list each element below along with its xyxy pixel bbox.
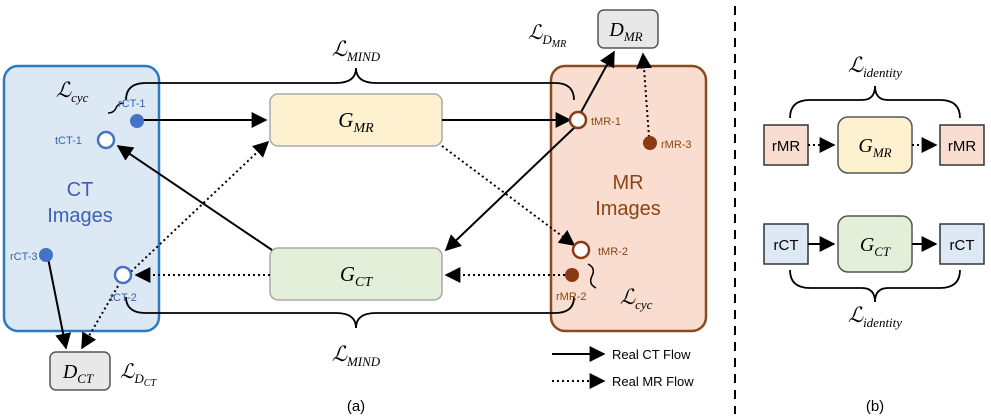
rmr-left-box xyxy=(763,124,809,166)
tmr1-label: tMR-1 xyxy=(591,116,621,128)
arrow-tmr1-to-dmr xyxy=(579,50,615,115)
mind-bottom-brace xyxy=(125,296,575,329)
mr-cyc-brace xyxy=(587,263,597,289)
tct1-label: tCT-1 xyxy=(55,135,82,147)
legend-real-ct: Real CT Flow xyxy=(612,347,691,362)
tmr1-point xyxy=(568,110,588,130)
tmr2-point xyxy=(571,240,591,260)
rmr2-point xyxy=(565,268,579,282)
arrow-tct2-to-dct xyxy=(81,285,119,350)
mr-title-line1: MR xyxy=(612,172,643,194)
ct-loss-cyc: ℒcyc xyxy=(56,78,89,105)
caption-a: (a) xyxy=(347,398,365,415)
gct-box xyxy=(269,247,443,301)
gmr-box xyxy=(269,93,443,147)
identity-bottom-label: ℒidentity xyxy=(848,303,902,330)
rct-left-box xyxy=(763,223,809,265)
arrow-gct-to-tct1 xyxy=(116,145,273,251)
arrow-rmr3-to-dmr xyxy=(636,52,653,138)
rmr-right-label: rMR xyxy=(948,138,976,155)
gct-label-b: GCT xyxy=(860,234,891,259)
mind-top-label: ℒMIND xyxy=(332,37,381,64)
ct-cyc-brace xyxy=(107,102,125,114)
mr-loss-cyc: ℒcyc xyxy=(620,285,653,312)
arrow-rct3-to-dct xyxy=(47,257,72,350)
arrow-tct2-to-gmr xyxy=(119,140,270,283)
dct-label: DCT xyxy=(62,361,94,386)
gct-label: GCT xyxy=(340,262,374,290)
rct-right-label: rCT xyxy=(950,237,975,254)
rmr-right-box xyxy=(939,124,985,166)
dmr-label: DMR xyxy=(608,19,642,44)
tct1-point xyxy=(96,130,116,150)
rmr3-label: rMR-3 xyxy=(661,139,692,151)
loss-dmr: ℒDMR xyxy=(528,22,566,50)
tct2-point xyxy=(113,265,133,285)
mind-bottom-label: ℒMIND xyxy=(332,342,381,369)
rct1-point xyxy=(130,114,144,128)
rmr-left-label: rMR xyxy=(772,138,800,155)
rct3-point xyxy=(39,248,53,262)
ct-images-box xyxy=(2,64,161,333)
identity-top-brace xyxy=(789,85,961,119)
ct-title-line1: CT xyxy=(67,179,94,201)
mr-title-line2: Images xyxy=(595,198,661,220)
caption-b: (b) xyxy=(866,398,884,415)
arrow-tmr1-to-gct xyxy=(444,126,576,252)
tct2-label: tCT-2 xyxy=(110,292,137,304)
tmr2-label: tMR-2 xyxy=(598,246,628,258)
rct3-label: rCT-3 xyxy=(10,251,38,263)
rct-left-label: rCT xyxy=(774,237,799,254)
rct1-label: rCT-1 xyxy=(118,98,146,110)
mind-top-brace xyxy=(125,67,575,101)
loss-dct: ℒDCT xyxy=(120,361,157,389)
dct-box xyxy=(49,351,111,391)
dmr-box xyxy=(597,9,659,49)
rmr3-point xyxy=(643,136,657,150)
rmr2-label: rMR-2 xyxy=(556,291,587,303)
identity-top-label: ℒidentity xyxy=(848,53,902,80)
ct-title-line2: Images xyxy=(47,205,113,227)
legend-real-mr: Real MR Flow xyxy=(612,374,694,389)
rct-right-box xyxy=(939,223,985,265)
identity-bottom-brace xyxy=(789,269,961,303)
gmr-label-b: GMR xyxy=(858,135,891,160)
gmr-label: GMR xyxy=(338,108,374,136)
